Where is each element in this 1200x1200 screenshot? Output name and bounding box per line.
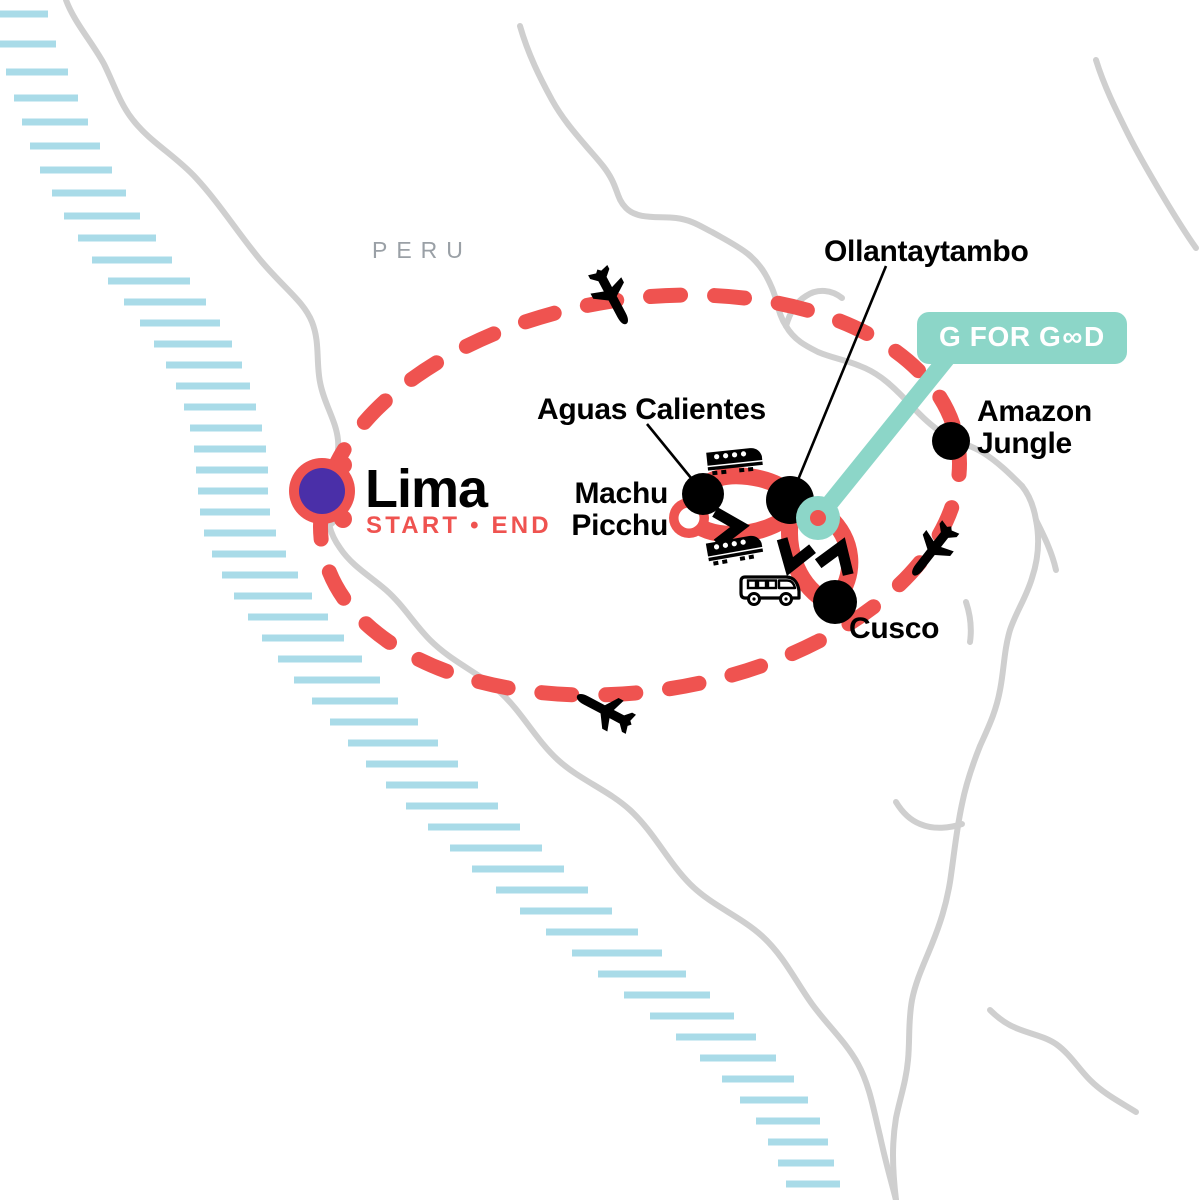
g-for-good-badge[interactable]: G FOR G∞D [917,312,1127,364]
route-direction-arrows [712,507,854,576]
marker-lima[interactable] [289,456,355,528]
coastline-border [63,0,899,1200]
marker-amazon-jungle[interactable] [932,422,970,460]
city-label-cusco: Cusco [849,612,940,645]
arrow-cusco-down [776,537,816,576]
ocean-hatching [0,10,840,1188]
city-label-amazon-jungle-line1: Amazon [977,395,1092,428]
arrow-cusco-up [814,537,854,576]
arrow-train-forward [712,507,750,549]
marker-aguas-calientes[interactable] [682,473,724,515]
plane-icon [576,693,636,734]
train-icon [705,535,764,566]
route-gfg-connector [809,343,961,527]
marker-g-for-good-stop[interactable] [796,496,840,540]
city-label-lima: Lima [365,459,488,519]
gfg-text-before: G FOR G [939,321,1062,352]
national-borders [517,23,1199,1200]
country-label-peru: PERU [372,237,472,263]
city-label-ollantaytambo: Ollantaytambo [824,235,1029,268]
plane-icon [588,265,629,325]
plane-icon [912,520,960,576]
marker-cusco[interactable] [813,580,857,624]
bus-icon [739,575,801,606]
city-label-amazon-jungle-line2: Jungle [977,427,1072,460]
leader-ollantaytambo [791,265,888,493]
gfg-infinity-glyph: ∞ [1062,321,1083,352]
gfg-text-after: D [1083,321,1105,352]
lima-start-end-label: START • END [366,512,552,539]
city-label-machu-picchu-line2: Picchu [571,509,668,542]
city-label-aguas-calientes: Aguas Calientes [537,393,766,426]
city-label-machu-picchu-line1: Machu [574,477,668,510]
train-icon [706,448,763,476]
